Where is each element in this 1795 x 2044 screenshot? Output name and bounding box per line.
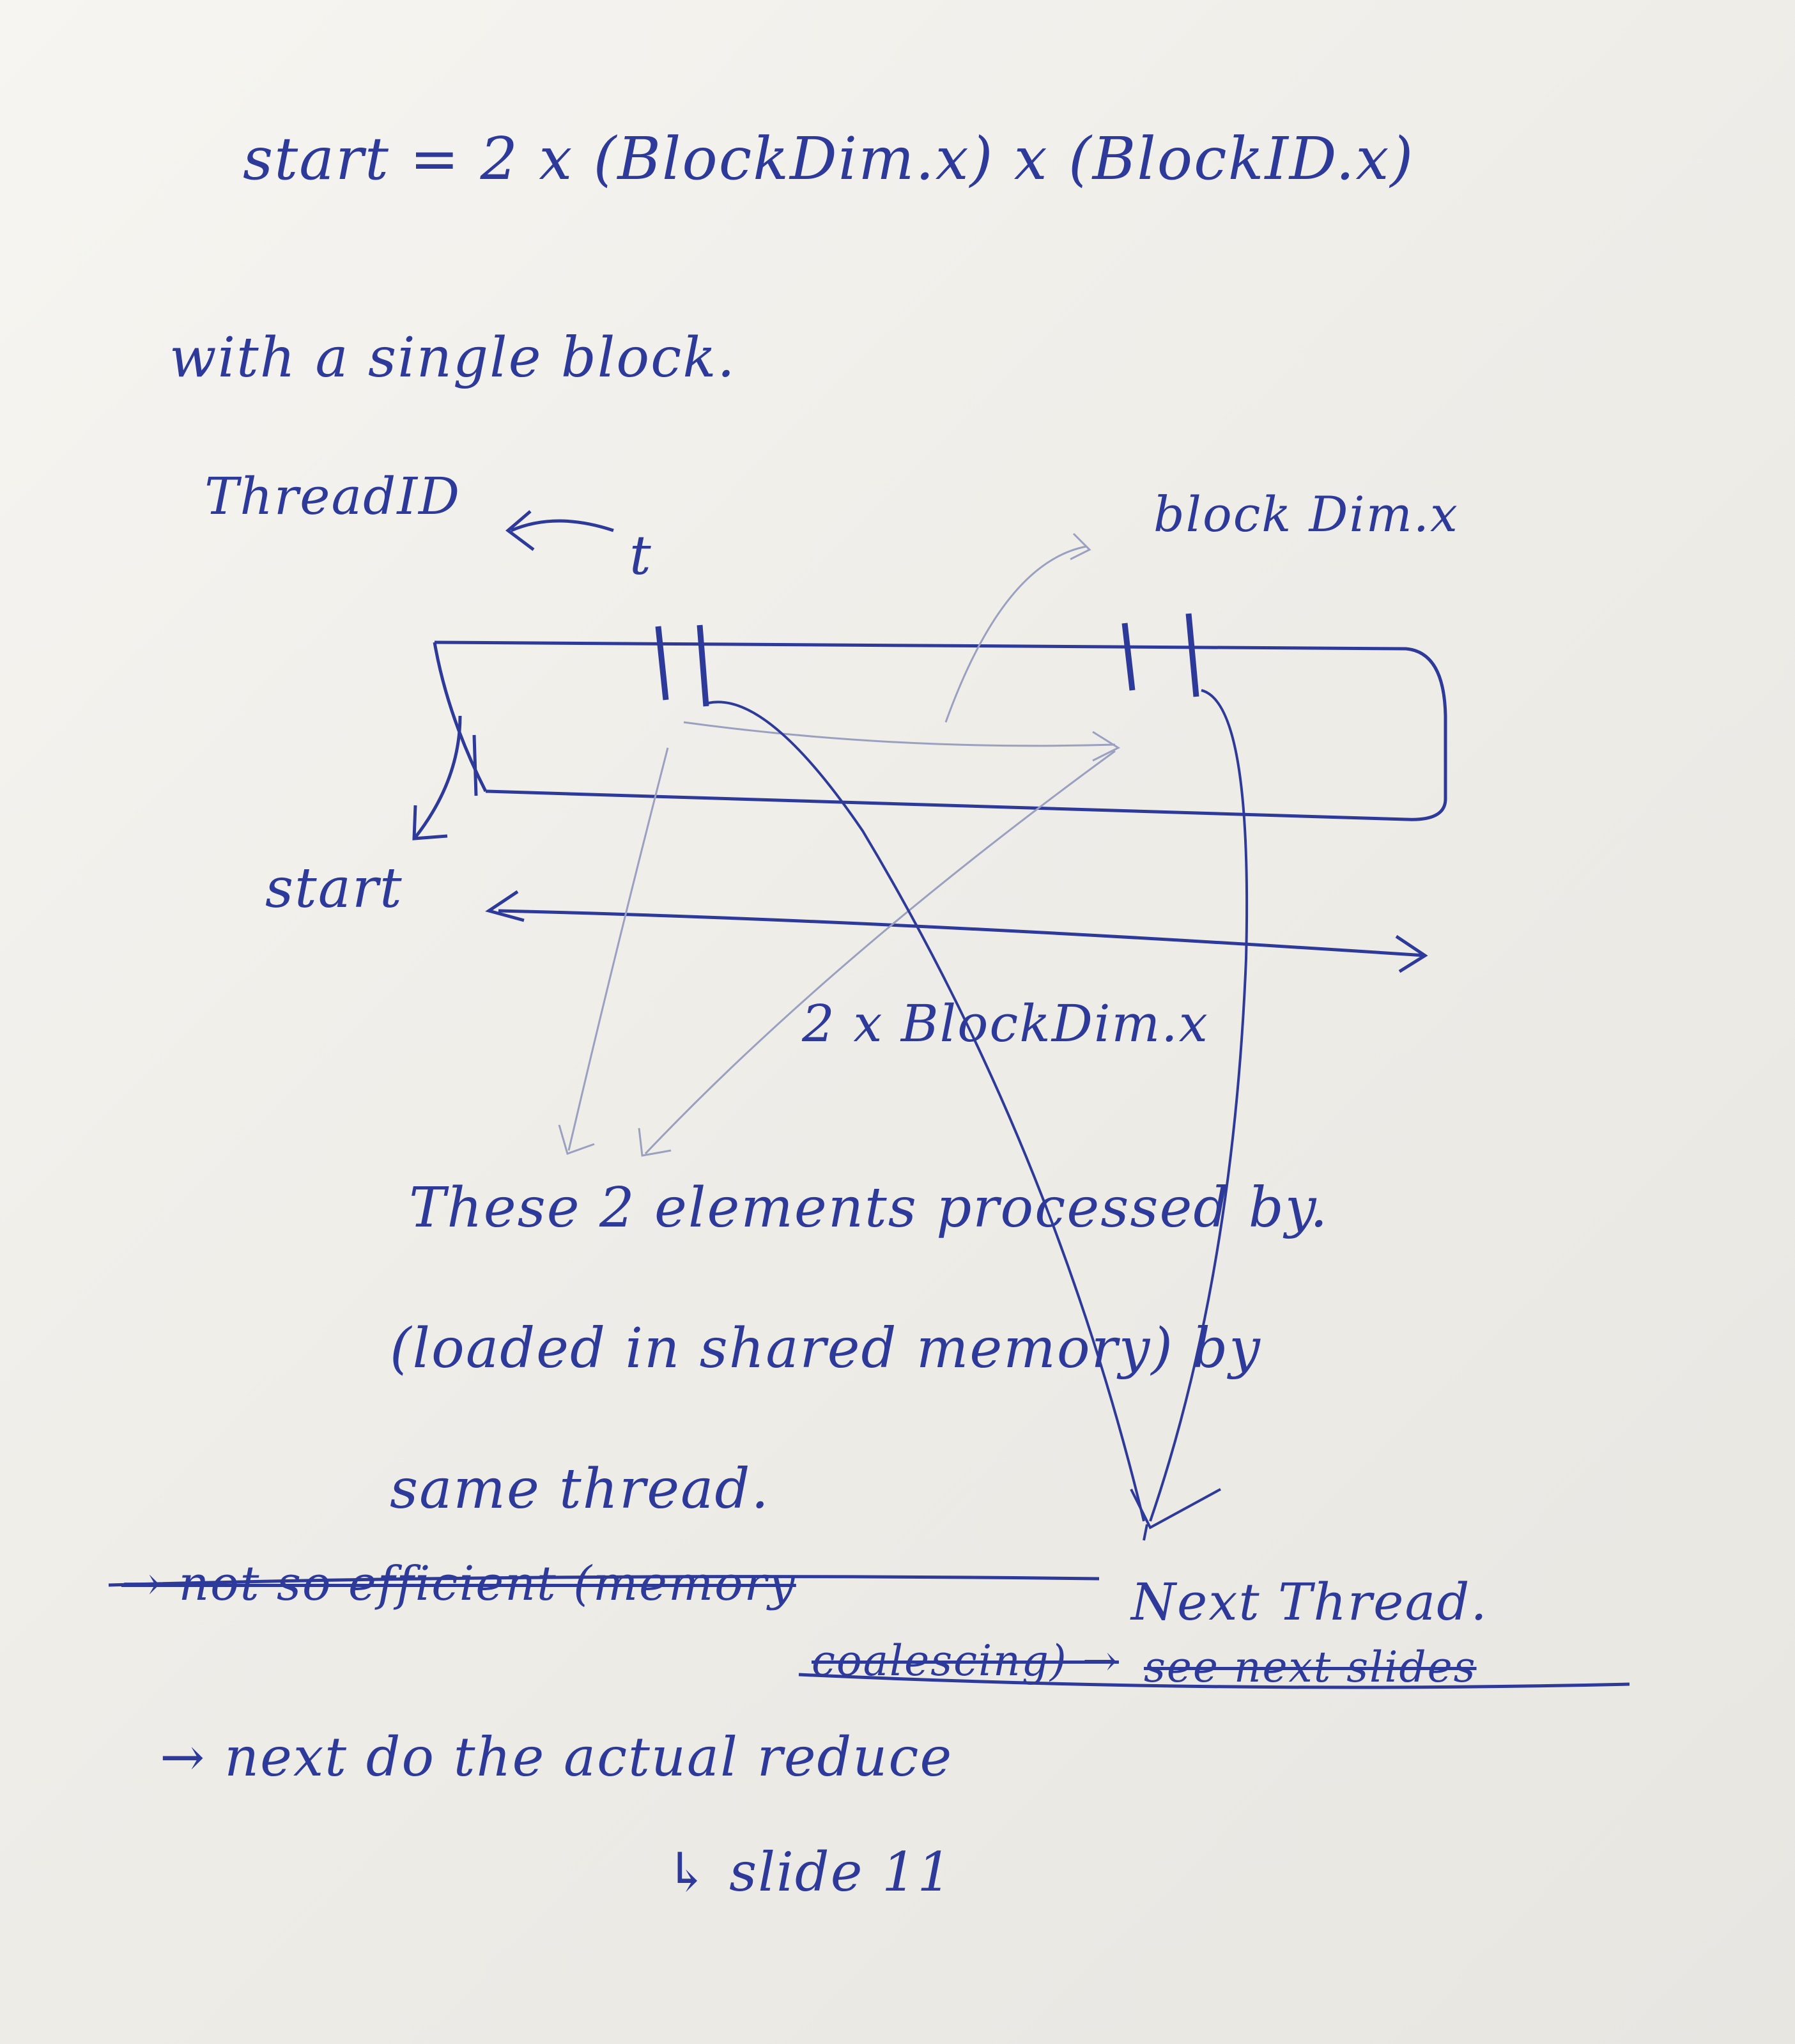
next-thread-curve bbox=[707, 701, 1145, 1522]
tick-mark bbox=[697, 624, 709, 707]
span-start-mark bbox=[485, 890, 525, 922]
explanation-line-3: same thread. bbox=[390, 1457, 770, 1521]
tick-mark bbox=[1185, 613, 1199, 697]
strike-line bbox=[798, 1673, 1630, 1689]
struck-note-3: see next slides bbox=[1144, 1643, 1477, 1692]
array-rectangle bbox=[434, 640, 1447, 821]
next-thread-curve bbox=[1149, 689, 1249, 1522]
start-label: start bbox=[265, 856, 403, 920]
next-step-note: → next do the actual reduce bbox=[160, 1726, 953, 1788]
thread-id-label: ThreadID bbox=[204, 467, 461, 526]
pencil-link bbox=[683, 721, 1121, 762]
pencil-down-arrow bbox=[558, 747, 669, 1155]
start-formula: start = 2 x (BlockDim.x) x (BlockID.x) bbox=[243, 125, 1415, 193]
tick-mark bbox=[472, 734, 478, 796]
struck-note-2: coalescing) → bbox=[812, 1636, 1119, 1685]
explanation-line-2: (loaded in shared memory) by bbox=[390, 1317, 1261, 1381]
pencil-link bbox=[944, 532, 1091, 723]
next-thread-head bbox=[1130, 1488, 1221, 1541]
struck-note: → not so efficient (memory bbox=[121, 1556, 796, 1611]
tick-mark bbox=[1121, 623, 1136, 691]
pencil-down-arrow bbox=[638, 750, 1116, 1157]
threadid-arrow bbox=[505, 510, 614, 551]
strike-line bbox=[108, 1575, 1100, 1587]
tick-mark bbox=[655, 626, 669, 701]
span-arrow bbox=[498, 909, 1428, 973]
two-block-dim-label: 2 x BlockDim.x bbox=[802, 994, 1209, 1053]
t-marker: t bbox=[629, 524, 652, 587]
slide-reference: ↳ slide 11 bbox=[665, 1841, 953, 1903]
block-dim-label: block Dim.x bbox=[1153, 486, 1459, 543]
next-thread-label: Next Thread. bbox=[1131, 1572, 1488, 1632]
explanation-line-1: These 2 elements processed by. bbox=[409, 1176, 1329, 1240]
start-pointer bbox=[412, 715, 462, 840]
single-block-note: with a single block. bbox=[169, 326, 736, 390]
